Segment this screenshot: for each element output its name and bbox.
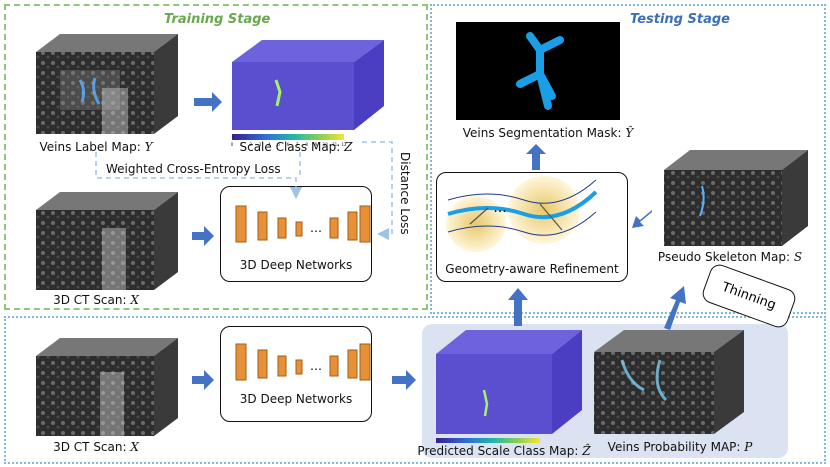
colorbar-tick: 1 (240, 142, 243, 147)
test-network-blocks (235, 343, 371, 381)
train-network-blocks (235, 205, 371, 243)
colorbar-tick: 4 (268, 142, 271, 147)
train-ct-cube (36, 192, 178, 290)
training-stage-frame (4, 4, 428, 310)
distance-loss-label: Distance Loss (398, 152, 412, 235)
testing-stage-frame (430, 4, 826, 314)
colorbar-tick: 10 (323, 142, 329, 147)
inference-frame (4, 316, 826, 464)
pred-scale-cube (436, 330, 582, 443)
prob-map-cube (594, 330, 744, 434)
colorbar-tick: 0 (231, 142, 234, 147)
weighted-loss-label: Weighted Cross-Entropy Loss (104, 162, 283, 176)
colorbar-tick: 3 (259, 142, 262, 147)
skeleton-text: Pseudo Skeleton Map: S (657, 250, 803, 264)
colorbar-tick: 12 (341, 142, 347, 147)
train-network-label: 3D Deep Networks (239, 258, 353, 272)
skeleton-map-cube (664, 150, 808, 246)
test-ct-cube (36, 338, 178, 436)
colorbar-tick: 9 (315, 142, 318, 147)
loss-lines (95, 141, 393, 240)
veins-label-cube (36, 34, 178, 134)
colorbar-tick: 11 (332, 142, 338, 147)
scale-class-cube (232, 40, 384, 140)
refinement-illustration (446, 176, 598, 252)
colorbar-tick: 5 (277, 142, 280, 147)
colorbar-tick: 2 (249, 142, 252, 147)
training-stage-title: Training Stage (160, 12, 275, 27)
colorbar-tick: 6 (287, 142, 290, 147)
train-network-dots: … (310, 221, 322, 235)
test-ct-text: 3D CT Scan: X (53, 440, 139, 454)
veins-label-text: Veins Label Map: Y (39, 140, 153, 154)
seg-mask-text: Veins Segmentation Mask: Ŷ (462, 126, 634, 140)
segmentation-mask-image (456, 22, 620, 120)
colorbar-tick: 8 (305, 142, 308, 147)
refinement-label: Geometry-aware Refinement (445, 262, 619, 276)
test-network-dots: … (310, 359, 322, 373)
pred-scale-text: Predicted Scale Class Map: Ẑ (417, 444, 591, 458)
scale-class-text: Scale Class Map: Z (239, 140, 353, 154)
flow-arrows (192, 92, 686, 390)
train-ct-text: 3D CT Scan: X (53, 293, 139, 307)
testing-stage-title: Testing Stage (626, 12, 734, 27)
test-network-label: 3D Deep Networks (239, 392, 353, 406)
refine-ellipsis: ... (493, 200, 507, 216)
colorbar-tick: 7 (296, 142, 299, 147)
prob-map-text: Veins Probability MAP: P (607, 440, 753, 454)
